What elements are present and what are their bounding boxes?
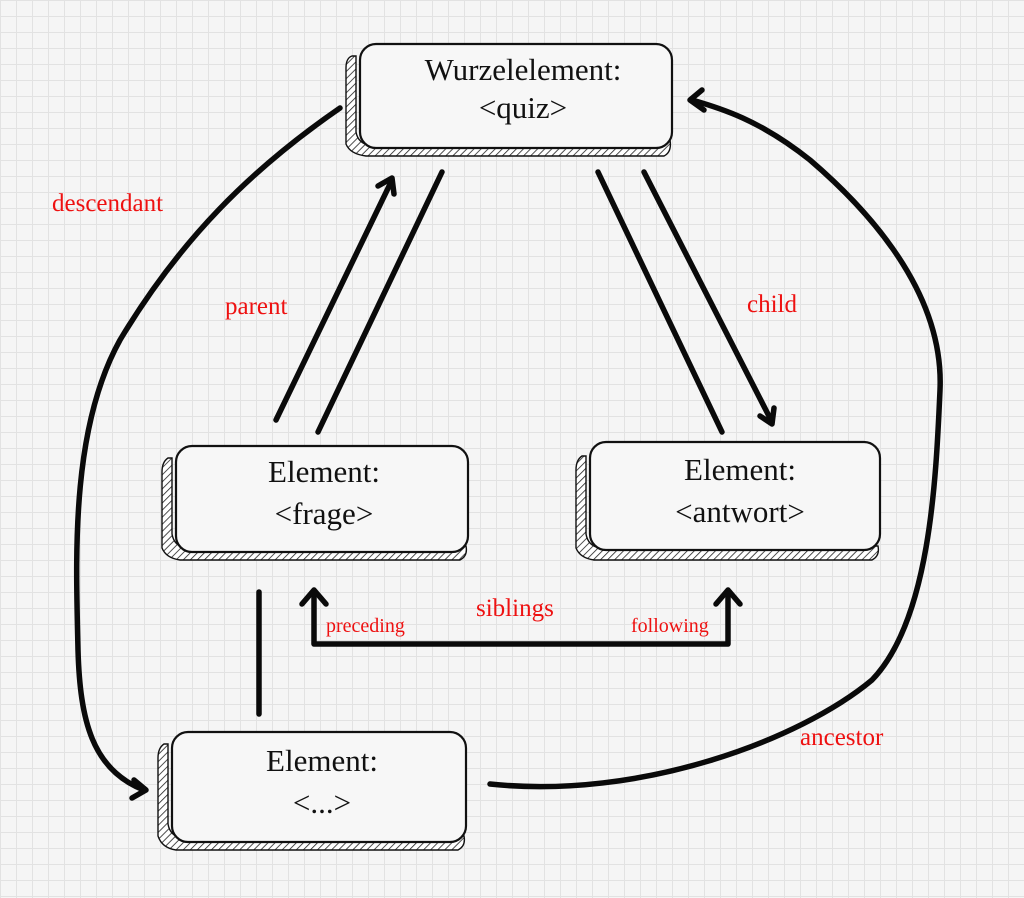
label-siblings: siblings — [476, 595, 554, 622]
parent-arrow — [273, 169, 445, 435]
node-frage: Element: <frage> — [161, 444, 470, 561]
frage-tag: <frage> — [275, 496, 374, 531]
other-title: Element: — [266, 743, 378, 778]
frage-title: Element: — [268, 454, 380, 489]
descendant-arrow — [73, 105, 343, 801]
antwort-tag: <antwort> — [675, 494, 805, 529]
root-tag: <quiz> — [479, 90, 567, 125]
antwort-title: Element: — [684, 452, 796, 487]
root-title: Wurzelelement: — [425, 52, 622, 87]
node-root: Wurzelelement: <quiz> — [345, 42, 674, 157]
child-arrow — [595, 169, 777, 435]
node-other: Element: <...> — [157, 730, 468, 851]
label-parent: parent — [225, 293, 288, 320]
node-antwort: Element: <antwort> — [575, 440, 882, 561]
label-ancestor: ancestor — [800, 724, 884, 751]
ancestor-arrow — [487, 87, 943, 790]
label-following: following — [631, 615, 709, 637]
siblings-arrow — [299, 587, 743, 647]
label-child: child — [747, 291, 797, 318]
label-preceding: preceding — [326, 615, 405, 637]
label-descendant: descendant — [52, 190, 163, 217]
other-tag: <...> — [293, 785, 351, 820]
